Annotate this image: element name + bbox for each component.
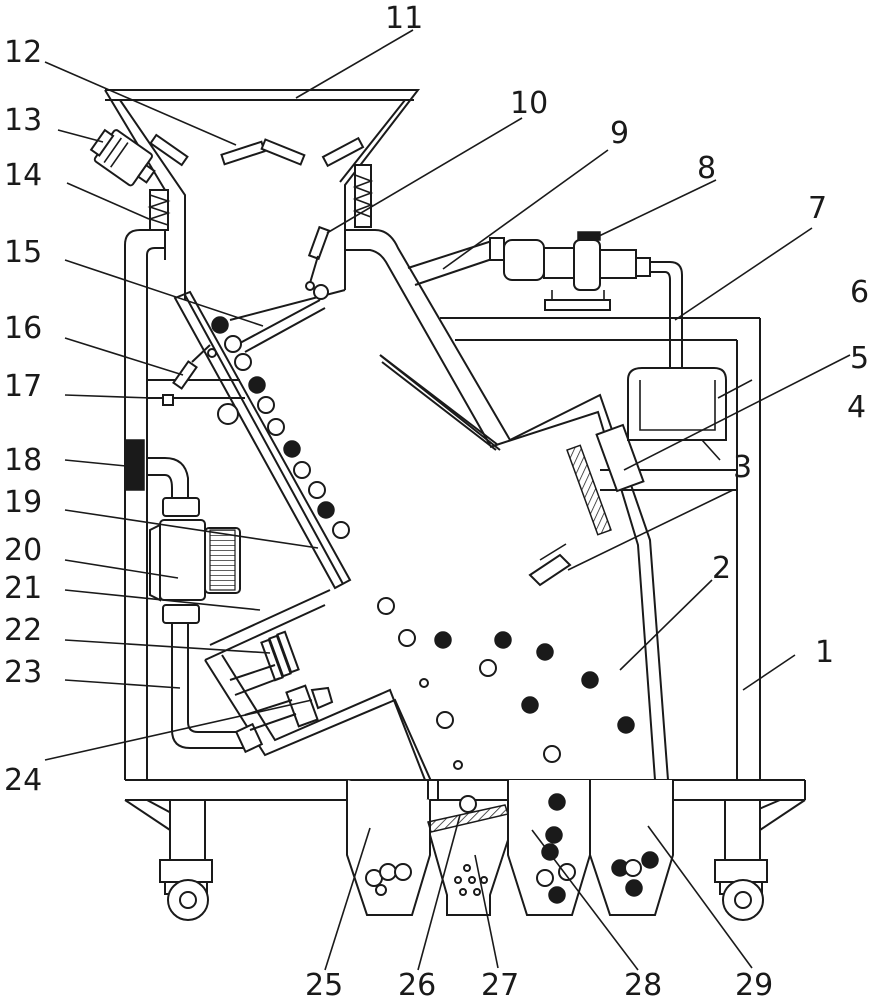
magnet-plate — [566, 423, 645, 536]
hopper — [104, 89, 421, 290]
label-17: 17 — [4, 369, 42, 404]
label-29: 29 — [735, 968, 773, 1000]
label-7: 7 — [808, 191, 827, 226]
pipe-23 — [171, 623, 264, 754]
nozzle-24 — [244, 684, 334, 731]
nozzle-22 — [229, 630, 300, 696]
label-26: 26 — [398, 968, 436, 1000]
label-21: 21 — [4, 571, 42, 606]
label-15: 15 — [4, 235, 42, 270]
cylinder-10 — [305, 225, 331, 291]
frame — [124, 229, 806, 921]
part-labels: 1 2 3 4 5 6 7 8 9 10 11 12 13 14 15 16 1… — [4, 1, 869, 1000]
label-10: 10 — [510, 86, 548, 121]
pipe-9 — [407, 239, 496, 286]
label-25: 25 — [305, 968, 343, 1000]
label-13: 13 — [4, 103, 42, 138]
main-housing — [184, 229, 669, 801]
label-1: 1 — [815, 635, 834, 670]
label-9: 9 — [610, 116, 629, 151]
pipe-7 — [650, 261, 683, 370]
label-3: 3 — [733, 450, 752, 485]
label-23: 23 — [4, 655, 42, 690]
label-28: 28 — [624, 968, 662, 1000]
label-4: 4 — [847, 390, 866, 425]
label-5: 5 — [850, 341, 869, 376]
label-27: 27 — [481, 968, 519, 1000]
label-24: 24 — [4, 763, 42, 798]
outlet-18 — [125, 439, 189, 498]
label-19: 19 — [4, 485, 42, 520]
blower — [149, 497, 241, 624]
label-2: 2 — [712, 551, 731, 586]
tank — [627, 367, 727, 441]
label-16: 16 — [4, 311, 42, 346]
label-12: 12 — [4, 35, 42, 70]
label-20: 20 — [4, 533, 42, 568]
label-14: 14 — [4, 158, 42, 193]
label-6: 6 — [850, 275, 869, 310]
bins — [346, 780, 674, 916]
leader-lines — [44, 29, 851, 971]
label-11: 11 — [385, 1, 423, 36]
screen-plates — [149, 133, 365, 168]
label-18: 18 — [4, 443, 42, 478]
cylinder-16 — [162, 344, 217, 406]
particles-screen — [211, 316, 350, 539]
vibration-motor — [89, 128, 156, 187]
label-8: 8 — [697, 151, 716, 186]
particles-housing — [377, 597, 635, 813]
label-22: 22 — [4, 613, 42, 648]
pump — [489, 231, 651, 311]
inclined-screen — [173, 284, 352, 590]
